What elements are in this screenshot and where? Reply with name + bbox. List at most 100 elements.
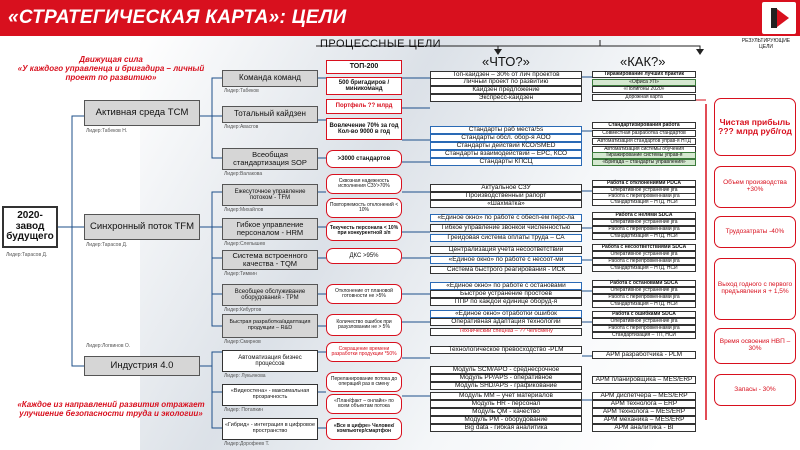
what-column-title: «ЧТО?» [482, 54, 530, 69]
sub-node: «Видеостена» - максимальная прозрачность [222, 384, 318, 406]
what-item: «Шахматка» [430, 200, 582, 208]
how-item: АРМ планировщика – MES/ERP [592, 376, 696, 384]
sub-node: «Гибрид» - интеграция в цифровое простра… [222, 418, 318, 440]
sub-leader: Лидер:Дорофеев Т. [224, 441, 270, 447]
result-goal: Объем производства +30% [714, 166, 796, 208]
what-item: Технологическое превосходство -PLM [430, 346, 582, 354]
motto-driving-force: Движущая сила «У каждого управленца и бр… [17, 55, 205, 83]
sub-node: Команда команд [222, 70, 318, 87]
what-item: Грейдовая система оплаты труда – СА [430, 234, 582, 242]
how-item: АРМ разработчика - PLM [592, 351, 696, 359]
sub-leader: Лидер:Табеков [224, 88, 259, 94]
sub-leader: Лидер:Тимкин [224, 271, 257, 277]
target: Сокращение времени разработки продукции … [326, 342, 402, 362]
direction-leader: Лидер:Логвинов О. [86, 343, 131, 349]
what-item: Стандарты взаимодействий – ЕРС, КСО [430, 150, 582, 158]
what-item: Big data - гибкая аналитика [430, 424, 582, 432]
what-item: Модуль QM - качество [430, 408, 582, 416]
result-goal: Запасы - 30% [714, 374, 796, 406]
what-item: Стандарты действий КСО/SMED [430, 142, 582, 150]
how-item: Работа с перепровкеннами jira [592, 325, 696, 332]
how-item: Работа с остановами SDCA [592, 280, 696, 287]
what-item: Гибкое управление звонкой численностью [430, 224, 582, 232]
what-item: «Единое окно» по работе с несоот-ми [430, 256, 582, 264]
how-item: Дорожная карта [592, 94, 696, 101]
how-item: Стандартизация – НТД, НСИ [592, 199, 696, 206]
company-logo [762, 2, 796, 34]
target: Текучесть персонала < 10% при конкурентн… [326, 221, 402, 241]
result-goal: Выход годного с первого предъявлени я + … [714, 258, 796, 320]
page-title: «СТРАТЕГИЧЕСКАЯ КАРТА»: ЦЕЛИ [8, 7, 347, 28]
what-item: Стандарты обсл. обор-я АОО [430, 134, 582, 142]
sub-leader: Лидер:Михайлов [224, 207, 264, 213]
process-goals-title: ПРОЦЕССНЫЕ ЦЕЛИ [320, 38, 442, 50]
result-goal: Время освоения НВП – 30% [714, 328, 796, 364]
root-leader: Лидер:Тарасов Д. [6, 252, 48, 258]
how-item: Работа с перепровкеннами jira [592, 294, 696, 301]
how-item: АРМ технолога – MES/ERP [592, 408, 696, 416]
direction-tfm: Синхронный поток TFM [84, 214, 200, 240]
direction-tcm: Активная среда TCM [84, 100, 200, 126]
result-goal: Трудозатраты -40% [714, 216, 796, 248]
what-item: «Единое окно» по работе с обесп-ем перс-… [430, 214, 582, 222]
sub-leader: Лидер:Валакова [224, 171, 263, 177]
how-item: АРМ аналитика - BI [592, 424, 696, 432]
what-item: Модуль SCM/APO - среднесрочное [430, 366, 582, 374]
root-node: 2020- завод будущего [2, 206, 58, 248]
result-goals-title: РЕЗУЛЬТИРУЮЩИЕ ЦЕЛИ [741, 38, 791, 50]
how-item: АРМ диспетчера – MES/ERP [592, 392, 696, 400]
target: «Все в цифре» Человек/компьютер/смартфон [326, 418, 402, 440]
how-item: Стандартизация – НТД, НСИ [592, 233, 696, 240]
target: 500 бригадиров /миникоманд [326, 77, 402, 95]
how-item: Стандартизация – НТД, НСИ [592, 301, 696, 308]
how-item: «Полигоны 2020» [592, 86, 696, 93]
target: >3000 стандартов [326, 150, 402, 168]
sub-node: Автоматизация бизнес процессов [222, 350, 318, 372]
how-item: АРМ технолога – ERP [592, 400, 696, 408]
how-item: Совместная разработка стандартов [592, 130, 696, 137]
sub-node: Быстрая разработка/адаптация продукции –… [222, 314, 318, 338]
header-bar: «СТРАТЕГИЧЕСКАЯ КАРТА»: ЦЕЛИ [0, 0, 800, 36]
what-item: Модуль SHD/APS - графикование [430, 382, 582, 390]
what-item: Централизация учета несоответствий [430, 246, 582, 254]
sub-leader: Лидер: Потапкин [224, 407, 264, 413]
what-item: Экспресс-кайдзен [430, 94, 582, 102]
how-item: Работа с перепровкеннами jira [592, 258, 696, 265]
sub-leader: Лидер:Смирнов [224, 339, 261, 345]
what-item: Актуальное СЗУ [430, 184, 582, 192]
how-item: Стандартизация – НТД, НСИ [592, 265, 696, 272]
target: Отклонение от плановой готовности не >5% [326, 284, 402, 304]
how-item: Оперативное устранение jira [592, 251, 696, 258]
sub-node: Всеобщее обслуживание оборудования - TPM [222, 284, 318, 306]
how-item: Автоматизация стандартов управ-я НТД [592, 138, 696, 145]
how-item: Стандартизирования работа [592, 122, 696, 129]
what-item: Оперативная адаптация технологии [430, 318, 582, 326]
motto-safety: «Каждое из направлений развития отражает… [17, 400, 205, 419]
what-item: ППР по каждой единице оборуд-я [430, 298, 582, 306]
how-item: Оперативное устранение jira [592, 287, 696, 294]
sub-node: Система встроенного качества - TQM [222, 250, 318, 270]
target: ДКС >95% [326, 248, 402, 264]
what-item: Стандарты КПСЦ [430, 158, 582, 166]
direction-industry: Индустрия 4.0 [84, 356, 200, 376]
what-item: «Единое окно» по работе с остановами [430, 282, 582, 290]
how-item: Работа с перепровкеннами jira [592, 226, 696, 233]
sub-leader: Лидер: Лукьянова [224, 373, 266, 379]
how-item: Тиражирование лучших практик [592, 71, 696, 78]
what-item: Модуль MM – учет материалов [430, 392, 582, 400]
what-item: «Единое окно» отработки ошибок [430, 310, 582, 318]
target: «План/факт – онлайн» по всем объектам по… [326, 394, 402, 414]
how-item: Работа с несоответствиями SDCA [592, 244, 696, 251]
sub-node: Ежесуточное управление потоком - TFM [222, 184, 318, 206]
how-column-title: «КАК?» [620, 54, 666, 69]
how-item: АРМ механика – MES/ERP [592, 416, 696, 424]
how-item: Работа с отклонениями PDCA [592, 180, 696, 187]
target: ТОП-200 [326, 60, 402, 74]
what-item: Модуль PP/APS - оперативное [430, 374, 582, 382]
target: Количество ошибок при разузловании не > … [326, 314, 402, 336]
what-item: Быстрое устранение простоев [430, 290, 582, 298]
how-item: Работа с нелями SDCA [592, 212, 696, 219]
direction-leader: Лидер:Табеков Н. [86, 128, 128, 134]
sub-node: Тотальный кайдзен [222, 106, 318, 123]
